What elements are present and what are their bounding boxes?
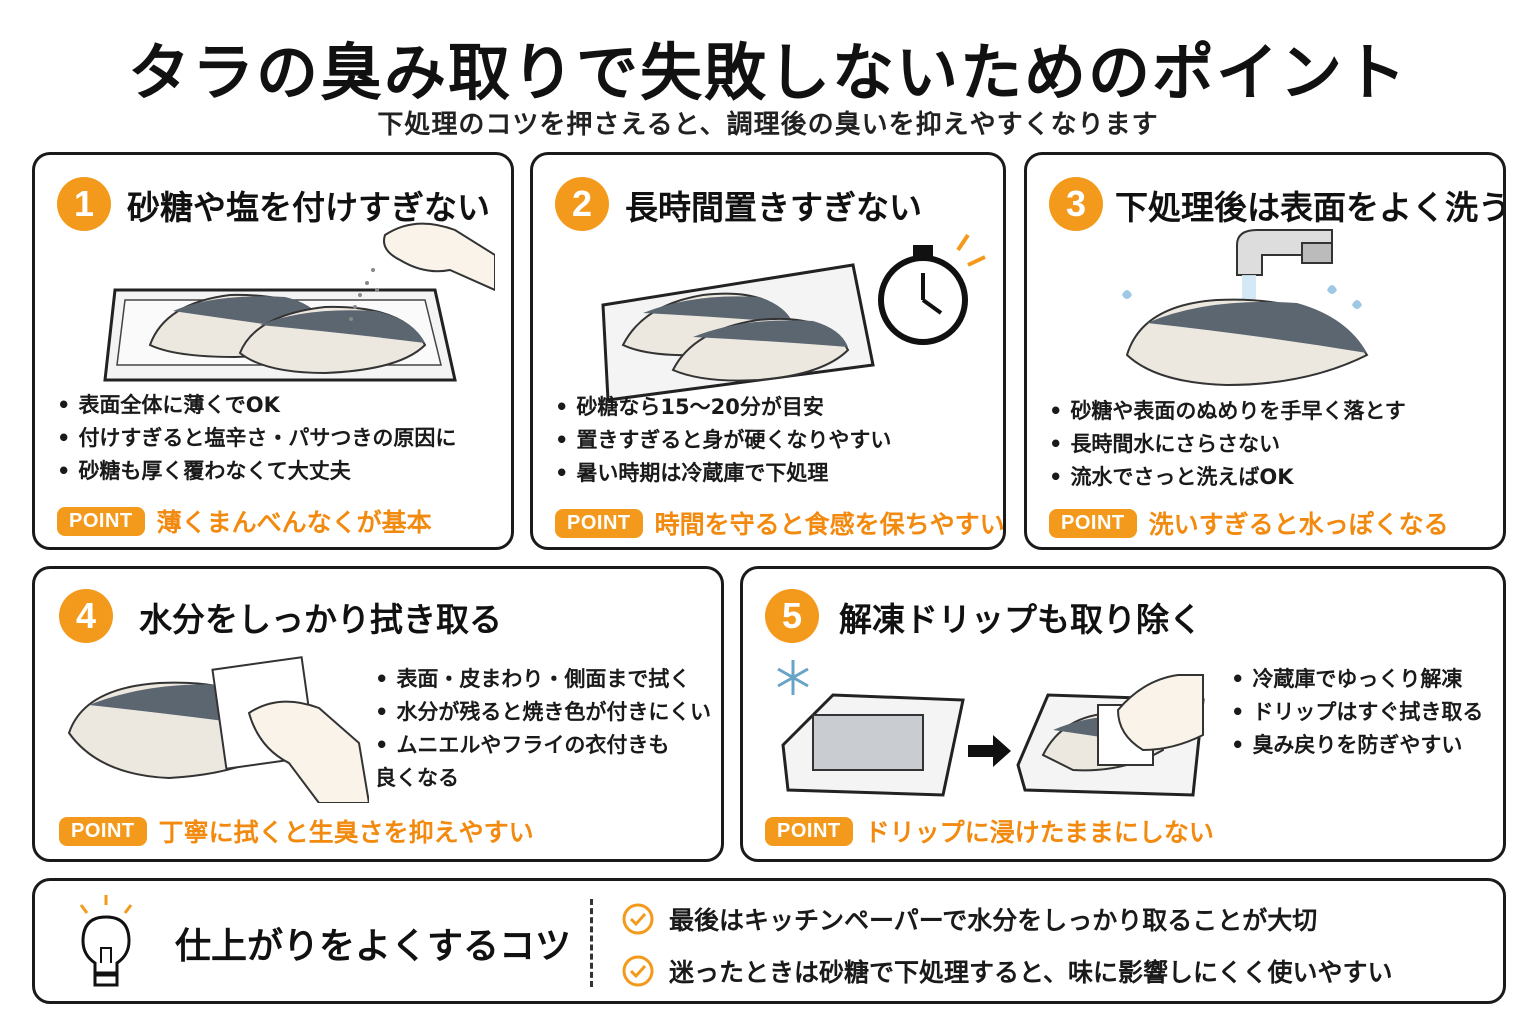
bullet-item: 表面・皮まわり・側面まで拭く	[375, 663, 715, 696]
bullet-item: ドリップはすぐ拭き取る	[1231, 696, 1483, 729]
point-row: POINT ドリップに浸けたままにしない	[765, 813, 1214, 849]
card-4: 4 水分をしっかり拭き取る 表面・皮まわり・側面まで拭く 水分が残ると焼き色が付…	[32, 566, 724, 862]
bullet-item: 冷蔵庫でゆっくり解凍	[1231, 663, 1483, 696]
tips-title: 仕上がりをよくするコツ	[175, 926, 572, 967]
check-circle-icon	[622, 955, 654, 987]
bullet-list: 冷蔵庫でゆっくり解凍 ドリップはすぐ拭き取る 臭み戻りを防ぎやすい	[1231, 663, 1483, 762]
bullet-list: 表面・皮まわり・側面まで拭く 水分が残ると焼き色が付きにくい ムニエルやフライの…	[375, 663, 715, 795]
card-title: 下処理後は表面をよく洗う	[1115, 188, 1506, 227]
card-title: 解凍ドリップも取り除く	[839, 600, 1202, 639]
card-3: 3 下処理後は表面をよく洗う 砂糖や表面のぬめりを手早く落とす 長時間水にさらさ…	[1024, 152, 1506, 550]
bullet-item: 砂糖なら15〜20分が目安	[555, 391, 891, 424]
page-subtitle: 下処理のコツを押さえると、調理後の臭いを抑えやすくなります	[377, 110, 1159, 140]
bullet-item: 水分が残ると焼き色が付きにくい	[375, 696, 715, 729]
frozen-fish-icon	[812, 714, 924, 771]
fish-fillet-icon	[1125, 298, 1369, 387]
snowflake-icon	[777, 660, 809, 695]
bullet-item: 砂糖も厚く覆わなくて大丈夫	[57, 455, 456, 488]
hand-sprinkle-icon	[349, 222, 495, 321]
bullet-item: 臭み戻りを防ぎやすい	[1231, 729, 1483, 762]
point-text: 薄くまんべんなくが基本	[156, 508, 432, 537]
bullet-list: 表面全体に薄くでOK 付けすぎると塩辛さ・パサつきの原因に 砂糖も厚く覆わなくて…	[57, 389, 456, 488]
step-number: 3	[1049, 177, 1103, 231]
card-5: 5 解凍ドリップも取り除く 冷蔵庫でゆっくり解凍 ドリップはすぐ拭き取る 臭み戻…	[740, 566, 1506, 862]
check-circle-icon	[622, 903, 654, 935]
point-row: POINT 薄くまんべんなくが基本	[57, 503, 432, 539]
fish-tray-stopwatch-illustration	[601, 233, 986, 402]
card-1: 1 砂糖や塩を付けすぎない 表面全体に薄くでOK 付けすぎると塩辛さ・パサつきの…	[32, 152, 514, 550]
fish-fillet-icon	[621, 292, 850, 382]
tip-text: 最後はキッチンペーパーで水分をしっかり取ることが大切	[669, 906, 1318, 935]
point-row: POINT 時間を守ると食感を保ちやすい	[555, 505, 1005, 541]
bullet-list: 砂糖や表面のぬめりを手早く落とす 長時間水にさらさない 流水でさっと洗えばOK	[1049, 395, 1406, 494]
step-number: 5	[765, 589, 819, 643]
bullet-item: 暑い時期は冷蔵庫で下処理	[555, 457, 891, 490]
point-badge: POINT	[765, 816, 853, 846]
fish-tray-sprinkle-illustration	[103, 222, 495, 382]
step-number: 2	[555, 177, 609, 231]
divider	[590, 899, 593, 987]
bullet-item: 流水でさっと洗えばOK	[1049, 461, 1406, 494]
paper-towel-hand-icon	[1097, 674, 1204, 766]
bullet-item: ムニエルやフライの衣付きも良くなる	[375, 729, 675, 795]
point-text: ドリップに浸けたままにしない	[864, 818, 1214, 847]
tip-text: 迷ったときは砂糖で下処理すると、味に影響しにくく使いやすい	[669, 958, 1393, 987]
bullet-item: 長時間水にさらさない	[1049, 428, 1406, 461]
bullet-item: 表面全体に薄くでOK	[57, 389, 456, 422]
point-text: 洗いすぎると水っぽくなる	[1148, 510, 1449, 539]
point-badge: POINT	[555, 508, 643, 538]
card-2: 2 長時間置きすぎない 砂糖なら15〜20分が目安 置きすぎると身が硬くなりやす…	[530, 152, 1006, 550]
point-badge: POINT	[59, 816, 147, 846]
card-title: 水分をしっかり拭き取る	[139, 600, 502, 639]
point-badge: POINT	[57, 506, 145, 536]
bullet-item: 付けすぎると塩辛さ・パサつきの原因に	[57, 422, 456, 455]
faucet-icon	[1236, 229, 1333, 276]
step-number: 1	[57, 177, 111, 231]
paper-towel-hand-icon	[211, 656, 369, 803]
fish-fillet-icon	[148, 293, 427, 375]
stopwatch-icon	[878, 233, 986, 345]
tip-item: 迷ったときは砂糖で下処理すると、味に影響しにくく使いやすい	[621, 953, 1393, 989]
bullet-list: 砂糖なら15〜20分が目安 置きすぎると身が硬くなりやすい 暑い時期は冷蔵庫で下…	[555, 391, 891, 490]
page-title: タラの臭み取りで失敗しないためのポイント	[127, 36, 1408, 109]
point-row: POINT 丁寧に拭くと生臭さを抑えやすい	[59, 813, 534, 849]
fish-paper-towel-illustration	[67, 656, 369, 803]
arrow-right-icon	[968, 735, 1011, 767]
tip-item: 最後はキッチンペーパーで水分をしっかり取ることが大切	[621, 901, 1317, 937]
card-title: 長時間置きすぎない	[625, 188, 922, 227]
lightbulb-icon	[79, 895, 133, 987]
card-title: 砂糖や塩を付けすぎない	[127, 188, 490, 227]
step-number: 4	[59, 589, 113, 643]
point-text: 時間を守ると食感を保ちやすい	[654, 510, 1005, 539]
thaw-drip-illustration	[777, 660, 1205, 797]
point-badge: POINT	[1049, 508, 1137, 538]
bullet-item: 置きすぎると身が硬くなりやすい	[555, 424, 891, 457]
bullet-item: 砂糖や表面のぬめりを手早く落とす	[1049, 395, 1405, 428]
point-text: 丁寧に拭くと生臭さを抑えやすい	[158, 818, 534, 847]
tips-panel: 仕上がりをよくするコツ 最後はキッチンペーパーで水分をしっかり取ることが大切 迷…	[32, 878, 1506, 1004]
faucet-wash-illustration	[1122, 229, 1369, 387]
point-row: POINT 洗いすぎると水っぽくなる	[1049, 505, 1449, 541]
